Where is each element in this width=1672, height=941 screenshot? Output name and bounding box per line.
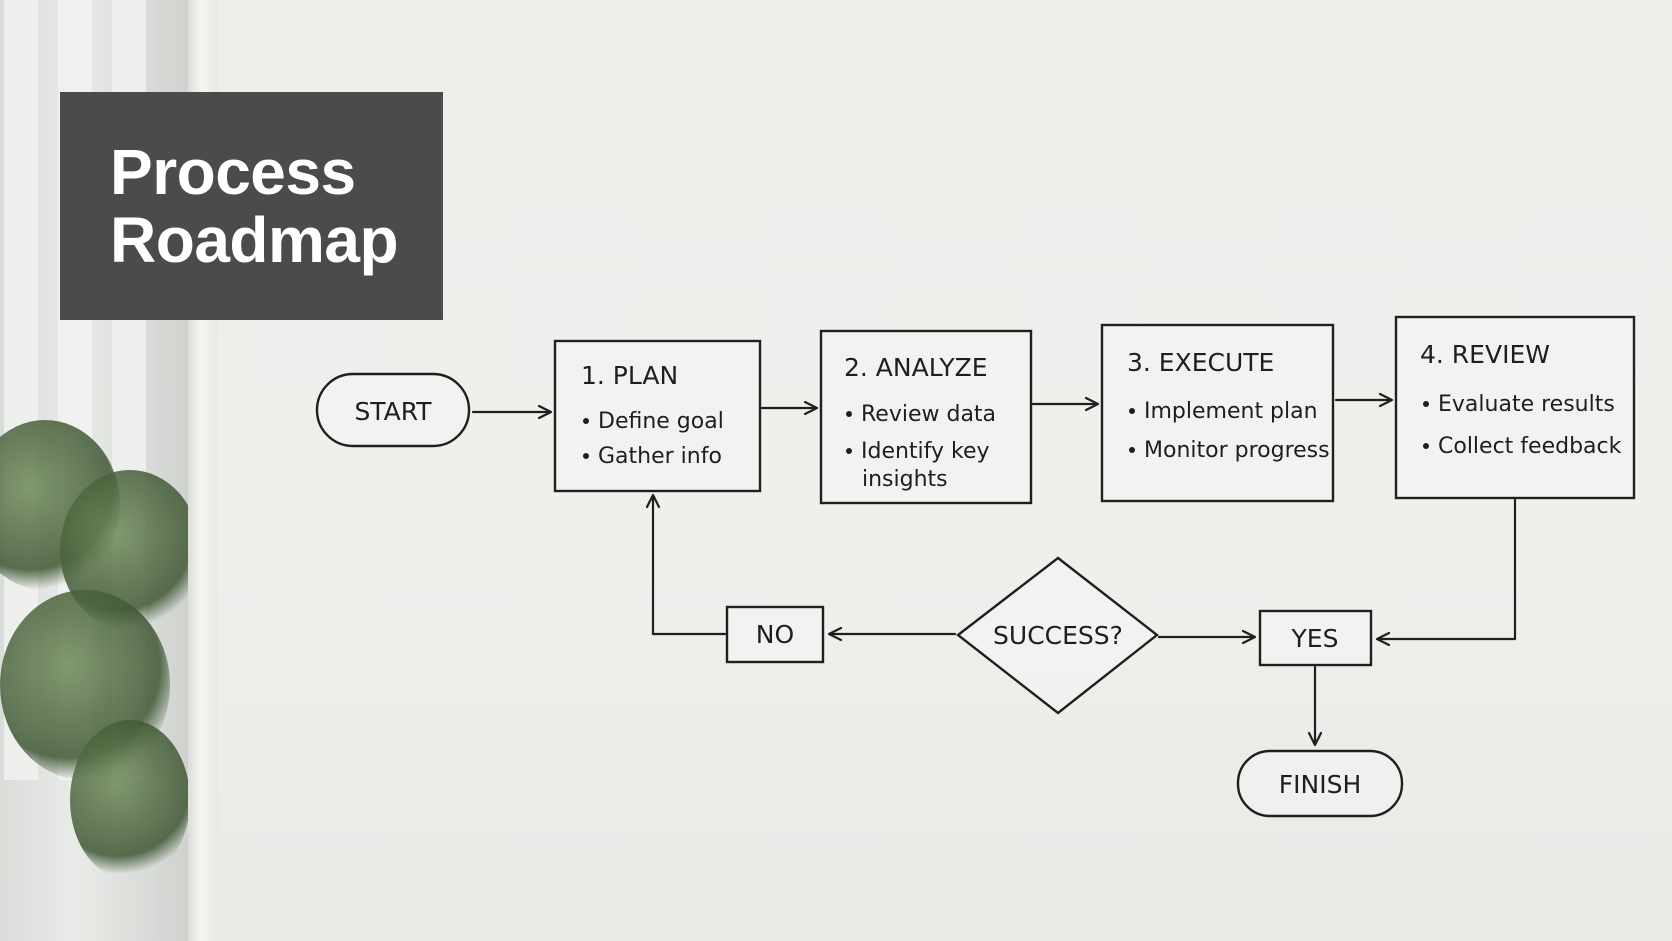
plan-bullet-1: Define goal — [598, 409, 724, 434]
bullet-dot — [583, 453, 589, 459]
finish-node: FINISH — [1238, 751, 1402, 816]
analyze-heading: 2. ANALYZE — [844, 353, 988, 382]
yes-label: YES — [1291, 624, 1339, 653]
plan-bullet-2: Gather info — [598, 444, 722, 469]
start-node: START — [317, 374, 469, 446]
yes-node: YES — [1260, 611, 1371, 665]
decision-label: SUCCESS? — [993, 621, 1123, 650]
bullet-dot — [846, 411, 852, 417]
execute-node: 3. EXECUTE Implement plan Monitor progre… — [1102, 325, 1333, 501]
execute-bullet-1: Implement plan — [1144, 399, 1318, 424]
review-heading: 4. REVIEW — [1420, 340, 1550, 369]
decision-node: SUCCESS? — [958, 558, 1157, 713]
plan-heading: 1. PLAN — [581, 361, 678, 390]
analyze-bullet-1: Review data — [861, 402, 996, 427]
bullet-dot — [846, 448, 852, 454]
arrow-review-to-yes — [1378, 500, 1515, 639]
plan-node: 1. PLAN Define goal Gather info — [555, 341, 760, 491]
analyze-node: 2. ANALYZE Review data Identify key insi… — [821, 331, 1031, 503]
arrow-no-to-plan — [653, 496, 725, 634]
finish-label: FINISH — [1279, 770, 1362, 799]
execute-heading: 3. EXECUTE — [1127, 348, 1274, 377]
review-node: 4. REVIEW Evaluate results Collect feedb… — [1396, 317, 1634, 498]
bullet-dot — [583, 418, 589, 424]
bullet-dot — [1129, 447, 1135, 453]
bullet-dot — [1129, 408, 1135, 414]
no-node: NO — [727, 607, 823, 662]
analyze-bullet-2: Identify key — [861, 439, 990, 464]
bullet-dot — [1423, 443, 1429, 449]
no-label: NO — [756, 620, 794, 649]
review-bullet-2: Collect feedback — [1438, 434, 1622, 459]
analyze-bullet-2-cont: insights — [862, 467, 948, 492]
start-label: START — [354, 397, 432, 426]
review-bullet-1: Evaluate results — [1438, 392, 1615, 417]
bullet-dot — [1423, 401, 1429, 407]
execute-bullet-2: Monitor progress — [1144, 438, 1330, 463]
